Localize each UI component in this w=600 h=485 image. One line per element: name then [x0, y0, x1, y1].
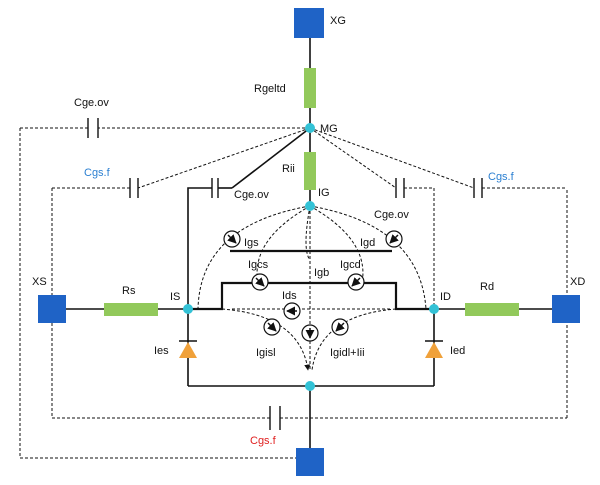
capacitor-cgs-f-right: Cgs.f	[473, 171, 515, 198]
current-source-igisl: Igisl	[256, 318, 281, 359]
node-mg: MG	[305, 123, 338, 135]
rgeltd-label: Rgeltd	[254, 83, 286, 95]
terminal-bottom	[296, 448, 324, 476]
current-source-icon	[331, 318, 349, 336]
current-source-igd: Igd	[360, 230, 403, 249]
current-source-ids: Ids	[282, 290, 301, 320]
current-source-igcd: Igcd	[340, 259, 365, 291]
current-source-icon	[301, 324, 319, 342]
ied-label: Ied	[450, 345, 465, 357]
current-source-igcs: Igcs	[248, 259, 269, 291]
capacitor-cgs-f-bottom: Cgs.f	[250, 406, 281, 447]
diode-ied: Ied	[425, 340, 465, 358]
resistor-rs: Rs	[104, 285, 158, 316]
terminal-xd: XD	[552, 276, 585, 323]
igb-label: Igb	[314, 267, 329, 279]
igcs-label: Igcs	[248, 259, 269, 271]
rs-label: Rs	[122, 285, 136, 297]
node-is: IS	[170, 291, 193, 314]
current-source-igidl-iii: Igidl+Iii	[330, 318, 365, 359]
capacitor-cge-ov-right: Cge.ov	[374, 178, 409, 221]
diode-icon	[425, 342, 443, 358]
mg-label: MG	[320, 123, 338, 135]
igisl-label: Igisl	[256, 347, 276, 359]
resistor-rd: Rd	[465, 281, 519, 316]
node-ig: IG	[305, 187, 330, 211]
resistor-rgeltd: Rgeltd	[254, 68, 316, 108]
diode-ies: Ies	[154, 340, 197, 358]
diode-icon	[179, 342, 197, 358]
cgs-f-right-label: Cgs.f	[488, 171, 515, 183]
cgs-f-bottom-label: Cgs.f	[250, 435, 277, 447]
ig-label: IG	[318, 187, 330, 199]
igs-label: Igs	[244, 237, 259, 249]
cge-ov-left-label: Cge.ov	[234, 189, 269, 201]
current-source-icon	[385, 230, 403, 248]
node-bottom	[305, 381, 315, 391]
terminal-xg: XG	[294, 8, 346, 38]
current-source-icon	[263, 318, 281, 336]
current-source-center	[301, 324, 319, 342]
xd-label: XD	[570, 276, 585, 288]
xg-label: XG	[330, 15, 346, 27]
cge-ov-right-label: Cge.ov	[374, 209, 409, 221]
cgs-f-left-label: Cgs.f	[84, 167, 111, 179]
capacitor-cge-ov-outer: Cge.ov	[74, 97, 109, 138]
rd-label: Rd	[480, 281, 494, 293]
capacitor-cge-ov-left: Cge.ov	[211, 178, 269, 201]
current-source-icon	[251, 273, 269, 291]
rii-label: Rii	[282, 163, 295, 175]
node-id: ID	[429, 291, 451, 314]
capacitor-cgs-f-left: Cgs.f	[84, 167, 139, 198]
igcd-label: Igcd	[340, 259, 361, 271]
current-source-icon	[283, 302, 301, 320]
terminal-xs: XS	[32, 276, 66, 323]
igd-label: Igd	[360, 237, 375, 249]
igidl-iii-label: Igidl+Iii	[330, 347, 365, 359]
ids-label: Ids	[282, 290, 297, 302]
current-source-icon	[223, 230, 241, 248]
ies-label: Ies	[154, 345, 169, 357]
resistor-rii: Rii	[282, 152, 316, 190]
current-source-icon	[347, 273, 365, 291]
cge-ov-outer-label: Cge.ov	[74, 97, 109, 109]
current-source-igs: Igs	[223, 230, 259, 249]
xs-label: XS	[32, 276, 47, 288]
is-label: IS	[170, 291, 180, 303]
id-label: ID	[440, 291, 451, 303]
